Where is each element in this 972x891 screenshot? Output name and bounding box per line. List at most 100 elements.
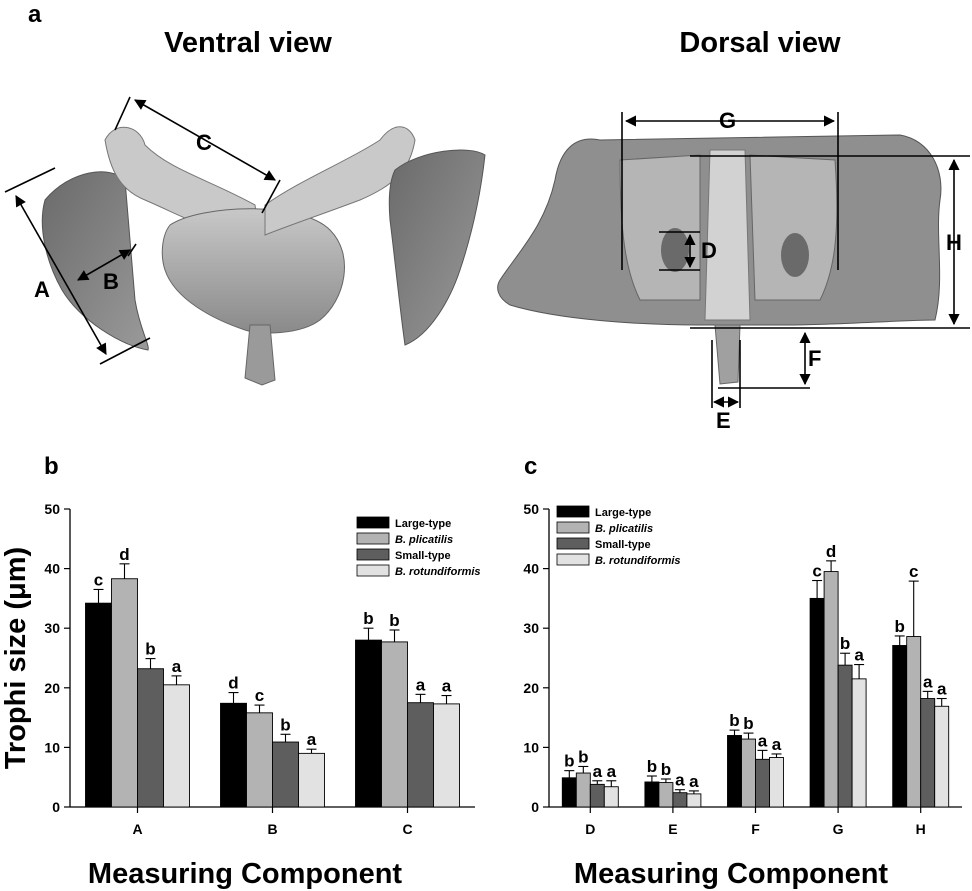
legend-swatch	[556, 537, 590, 550]
significance-letter: b	[661, 760, 671, 779]
bar	[433, 703, 460, 808]
y-tick-label: 0	[531, 799, 539, 815]
bar	[163, 684, 190, 808]
significance-letter: a	[307, 730, 317, 749]
bar	[686, 793, 702, 808]
legend-swatch	[356, 516, 390, 529]
legend-label: Small-type	[395, 550, 451, 562]
measure-label-a: A	[34, 277, 50, 302]
bar	[589, 783, 605, 808]
legend-swatch	[556, 505, 590, 518]
significance-letter: b	[743, 714, 753, 733]
panel-a: a Ventral view Dorsal view A B C	[4, 1, 970, 433]
bar	[769, 757, 784, 808]
x-tick-label: F	[751, 821, 760, 837]
panel-c-label: c	[524, 453, 537, 480]
bar	[644, 781, 660, 808]
bar	[85, 602, 112, 808]
bar	[381, 641, 408, 808]
significance-letter: a	[854, 646, 864, 665]
y-tick-label: 50	[44, 501, 60, 517]
legend-label: Small-type	[595, 539, 651, 551]
legend-label: B. plicatilis	[595, 523, 653, 535]
x-tick-label: B	[267, 821, 277, 837]
dorsal-specimen-image	[497, 134, 942, 385]
y-tick-label: 40	[523, 561, 539, 577]
dorsal-annotations	[621, 112, 970, 408]
significance-letter: a	[772, 735, 782, 754]
measure-label-c: C	[196, 130, 212, 155]
legend-swatch	[356, 548, 390, 561]
significance-letter: a	[442, 677, 452, 696]
panel-b-label: b	[44, 453, 59, 480]
significance-letter: a	[675, 771, 685, 790]
y-tick-label: 40	[44, 561, 60, 577]
y-tick-label: 20	[44, 680, 60, 696]
y-tick-label: 50	[523, 501, 539, 517]
significance-letter: b	[729, 711, 739, 730]
bar	[298, 752, 325, 808]
x-tick-label: G	[833, 821, 844, 837]
significance-letter: b	[578, 747, 588, 766]
bar	[355, 639, 382, 808]
significance-letter: b	[647, 757, 657, 776]
significance-letter: b	[389, 611, 399, 630]
legend-label: B. rotundiformis	[595, 555, 681, 567]
bar	[220, 702, 247, 808]
significance-letter: d	[119, 545, 129, 564]
legend-label: Large-type	[595, 507, 651, 519]
significance-letter: b	[564, 752, 574, 771]
measure-label-f: F	[808, 346, 821, 371]
bar	[672, 792, 688, 808]
ventral-specimen-image	[41, 126, 486, 386]
measure-label-e: E	[716, 408, 731, 433]
significance-letter: c	[94, 570, 103, 589]
significance-letter: a	[937, 680, 947, 699]
measure-label-h: H	[946, 230, 962, 255]
bar	[246, 712, 273, 808]
y-tick-label: 10	[523, 739, 539, 755]
y-axis-title: Trophi size (μm)	[0, 547, 32, 769]
bar	[755, 758, 770, 808]
significance-letter: b	[840, 634, 850, 653]
significance-letter: a	[172, 657, 182, 676]
significance-letter: c	[255, 686, 264, 705]
measure-label-b: B	[103, 269, 119, 294]
significance-letter: d	[228, 674, 238, 693]
x-tick-label: E	[668, 821, 677, 837]
bar	[837, 664, 853, 808]
ventral-view-title: Ventral view	[164, 27, 332, 59]
bar	[111, 578, 138, 808]
bar	[934, 705, 950, 808]
bar	[920, 698, 936, 808]
bar	[892, 645, 908, 808]
bar	[407, 702, 434, 808]
y-tick-label: 0	[52, 799, 60, 815]
significance-letter: d	[826, 542, 836, 561]
bar	[575, 772, 591, 808]
y-tick-label: 30	[523, 620, 539, 636]
x-tick-label: C	[402, 821, 412, 837]
significance-letter: a	[689, 772, 699, 791]
legend-swatch	[556, 521, 590, 534]
bar	[851, 678, 867, 808]
significance-letter: c	[909, 562, 918, 581]
bar	[137, 668, 164, 808]
dorsal-view-title: Dorsal view	[679, 27, 841, 59]
significance-letter: a	[758, 731, 768, 750]
legend-swatch	[356, 532, 390, 545]
significance-letter: b	[280, 715, 290, 734]
measure-label-d: D	[701, 238, 717, 263]
x-tick-label: A	[132, 821, 142, 837]
significance-letter: a	[416, 675, 426, 694]
panel-a-label: a	[28, 1, 42, 28]
ventral-annotations	[4, 96, 281, 365]
significance-letter: b	[145, 640, 155, 659]
bar	[741, 738, 756, 808]
bar	[727, 735, 742, 808]
measure-label-g: G	[719, 108, 736, 133]
bar	[809, 597, 825, 808]
